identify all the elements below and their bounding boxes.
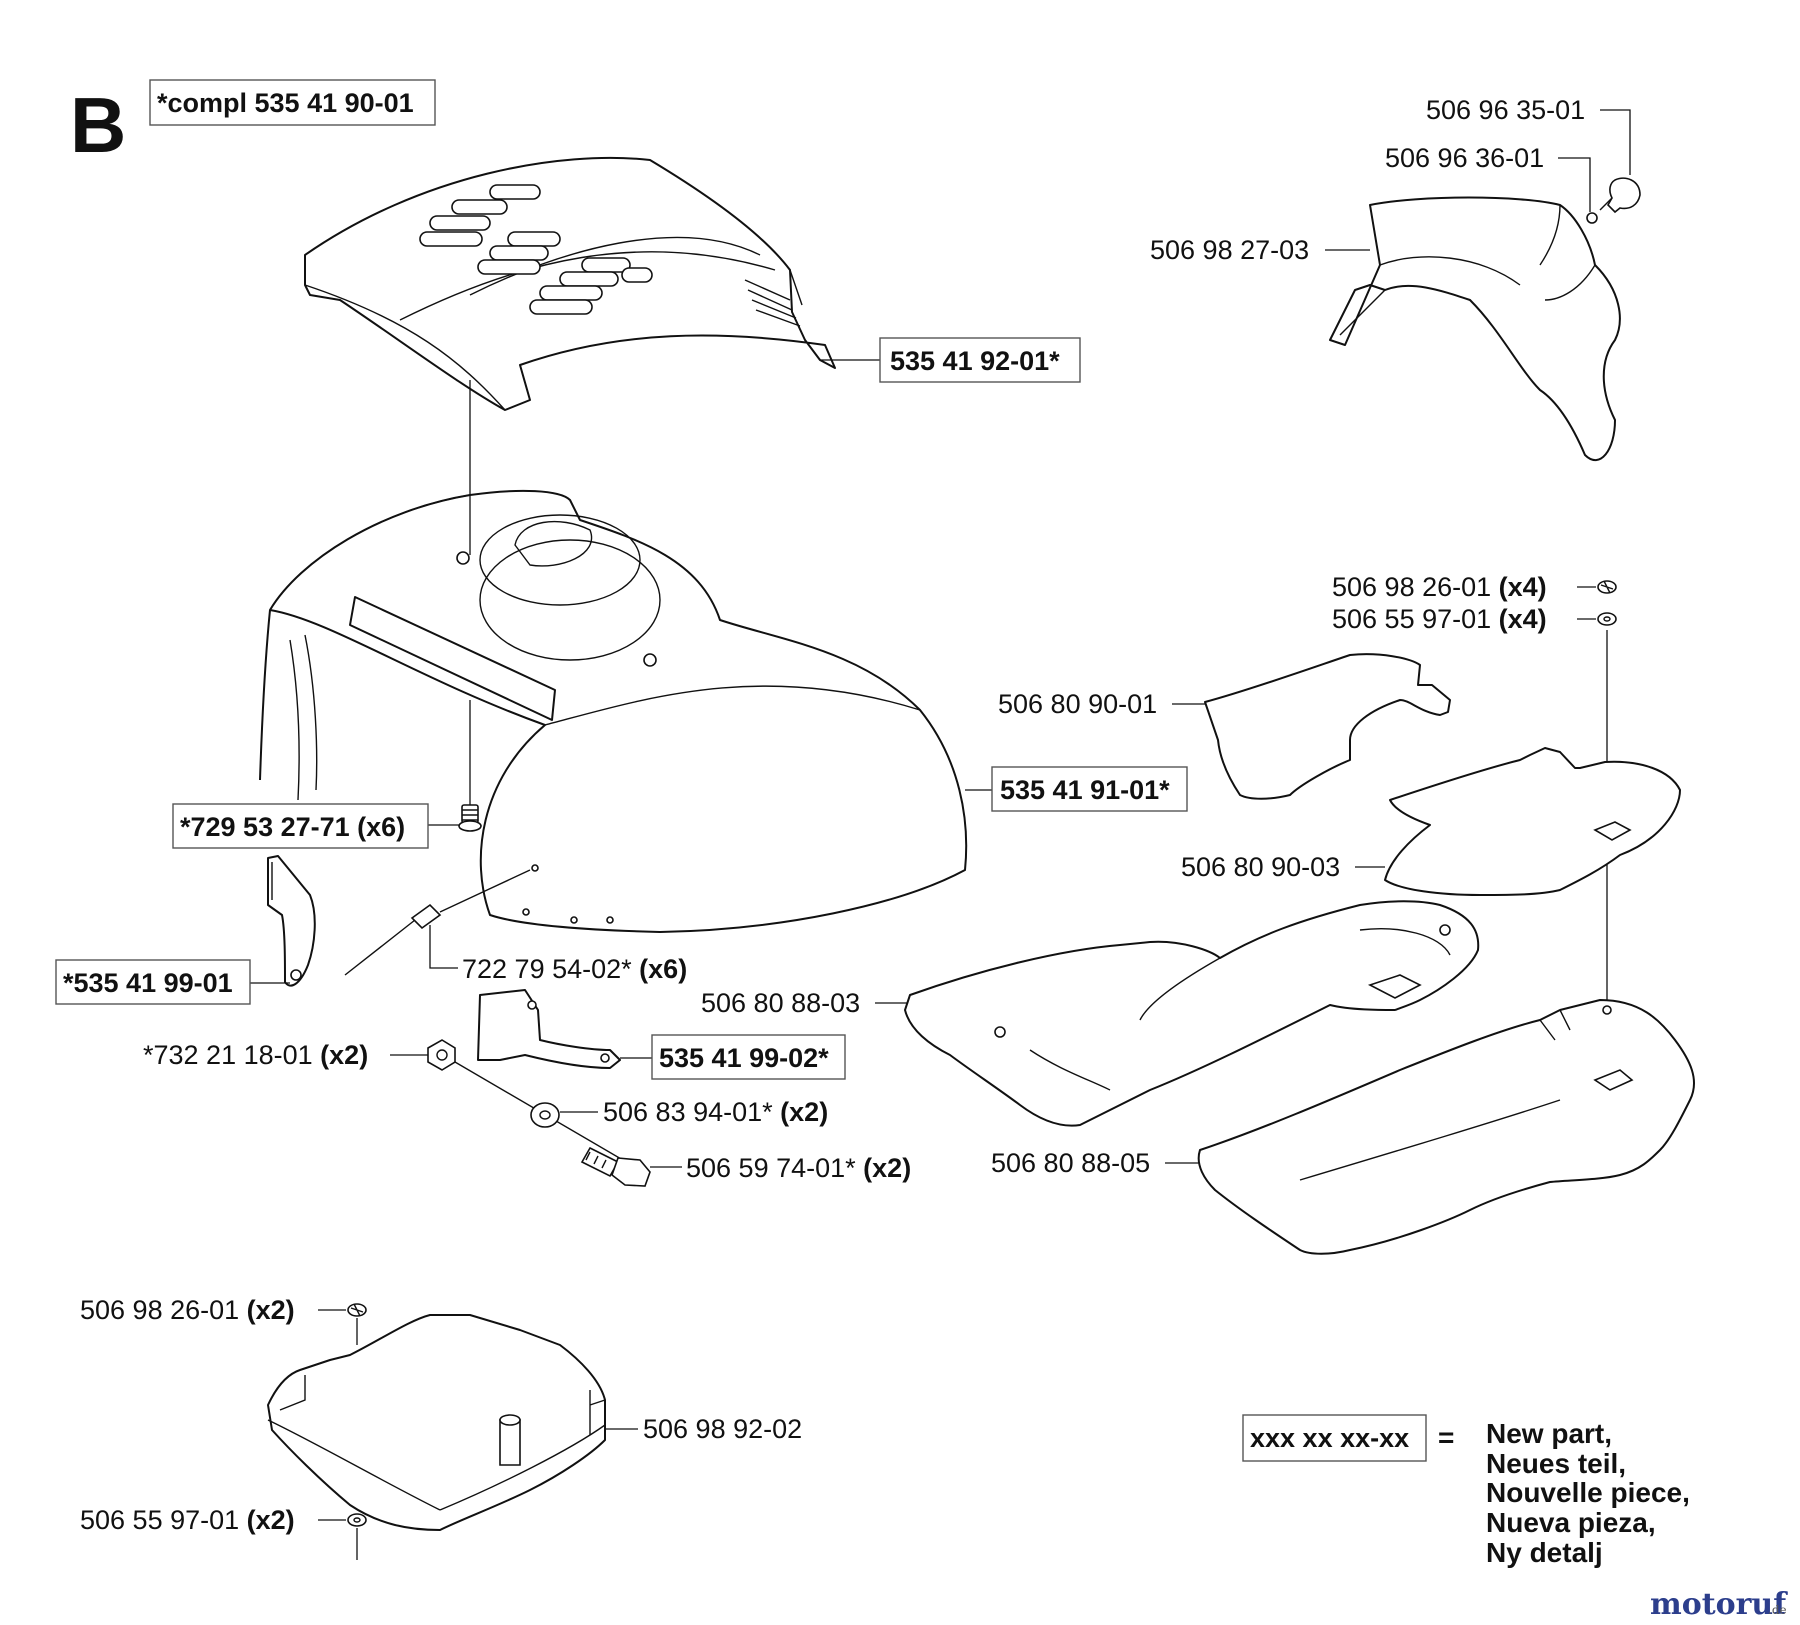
- callout-535-41-99-01: *535 41 99-01: [63, 968, 233, 998]
- body-cover-part: [259, 489, 968, 933]
- pad-506-80-90-01: [1204, 653, 1451, 800]
- callout-722-79-54-02: 722 79 54-02* (x6): [462, 954, 687, 984]
- callout-506-59-74-01: 506 59 74-01* (x2): [686, 1153, 911, 1183]
- callout-box-729-53-27-71: [172, 803, 429, 849]
- section-letter: B: [70, 81, 126, 169]
- washer-506-55-97-01: [1597, 612, 1617, 626]
- nut-732-21-18-01: [427, 1039, 456, 1071]
- callout-506-96-36-01: 506 96 36-01: [1385, 143, 1544, 173]
- watermark-logo: motoruf: [1650, 1587, 1788, 1622]
- callout-506-80-90-01: 506 80 90-01: [998, 689, 1157, 719]
- washer-506-55-97-01-lower: [347, 1513, 367, 1527]
- callout-506-55-97-01-x4: 506 55 97-01 (x4): [1332, 604, 1547, 634]
- callout-506-98-92-02: 506 98 92-02: [643, 1414, 802, 1444]
- legend-placeholder: xxx xx xx-xx: [1250, 1423, 1409, 1453]
- washer-506-96-36-01: [1586, 212, 1598, 224]
- screw-729-53-27-71: [458, 804, 482, 832]
- callout-506-83-94-01: 506 83 94-01* (x2): [603, 1097, 828, 1127]
- legend-placeholder-box: [1242, 1414, 1427, 1462]
- complete-kit-box: [149, 79, 436, 126]
- callout-506-98-26-01-x4: 506 98 26-01 (x4): [1332, 572, 1547, 602]
- callout-box-535-41-99-01: [55, 959, 251, 1005]
- callout-506-80-90-03: 506 80 90-03: [1181, 852, 1340, 882]
- callout-535-41-91-01: 535 41 91-01*: [1000, 775, 1170, 805]
- callout-506-55-97-01-x2: 506 55 97-01 (x2): [80, 1505, 295, 1535]
- callout-535-41-99-02: 535 41 99-02*: [659, 1043, 829, 1073]
- top-cover-part: [304, 156, 836, 411]
- callout-506-98-26-01-x2: 506 98 26-01 (x2): [80, 1295, 295, 1325]
- callout-732-21-18-01: *732 21 18-01 (x2): [143, 1040, 368, 1070]
- callout-535-41-92-01: 535 41 92-01*: [890, 346, 1060, 376]
- watermark-suffix: .de: [1768, 1603, 1787, 1617]
- washer-506-83-94-01: [530, 1102, 560, 1128]
- callout-box-535-41-92-01: [879, 337, 1081, 383]
- mat-506-80-88-05: [1197, 999, 1695, 1255]
- callout-506-80-88-03: 506 80 88-03: [701, 988, 860, 1018]
- legend-line-1: New part,: [1486, 1418, 1612, 1449]
- callout-box-535-41-99-02: [651, 1034, 846, 1080]
- box-cover-506-98-92-02: [267, 1314, 606, 1531]
- legend-line-2: Neues teil,: [1486, 1448, 1626, 1479]
- bracket-535-41-99-01: [267, 855, 316, 987]
- guard-506-98-27-03: [1329, 196, 1621, 462]
- legend-equals: =: [1438, 1422, 1454, 1453]
- callout-506-80-88-05: 506 80 88-05: [991, 1148, 1150, 1178]
- callout-506-96-35-01: 506 96 35-01: [1426, 95, 1585, 125]
- callout-729-53-27-71: *729 53 27-71 (x6): [180, 812, 405, 842]
- knob-506-96-35-01: [1599, 177, 1641, 214]
- pin-722-79-54-02: [344, 869, 531, 976]
- bracket-535-41-99-02: [477, 989, 621, 1069]
- callout-box-535-41-91-01: [991, 766, 1188, 812]
- callout-506-98-27-03: 506 98 27-03: [1150, 235, 1309, 265]
- legend-line-5: Ny detalj: [1486, 1537, 1603, 1568]
- mat-506-80-88-03: [904, 900, 1480, 1127]
- legend-line-3: Nouvelle piece,: [1486, 1477, 1690, 1508]
- legend-line-4: Nueva pieza,: [1486, 1507, 1656, 1538]
- bolt-506-59-74-01: [580, 1146, 651, 1187]
- screw-506-98-26-01-lower: [347, 1303, 367, 1317]
- pad-506-80-90-03: [1384, 747, 1681, 896]
- screw-506-98-26-01: [1597, 580, 1617, 594]
- complete-kit-label: *compl 535 41 90-01: [157, 88, 414, 118]
